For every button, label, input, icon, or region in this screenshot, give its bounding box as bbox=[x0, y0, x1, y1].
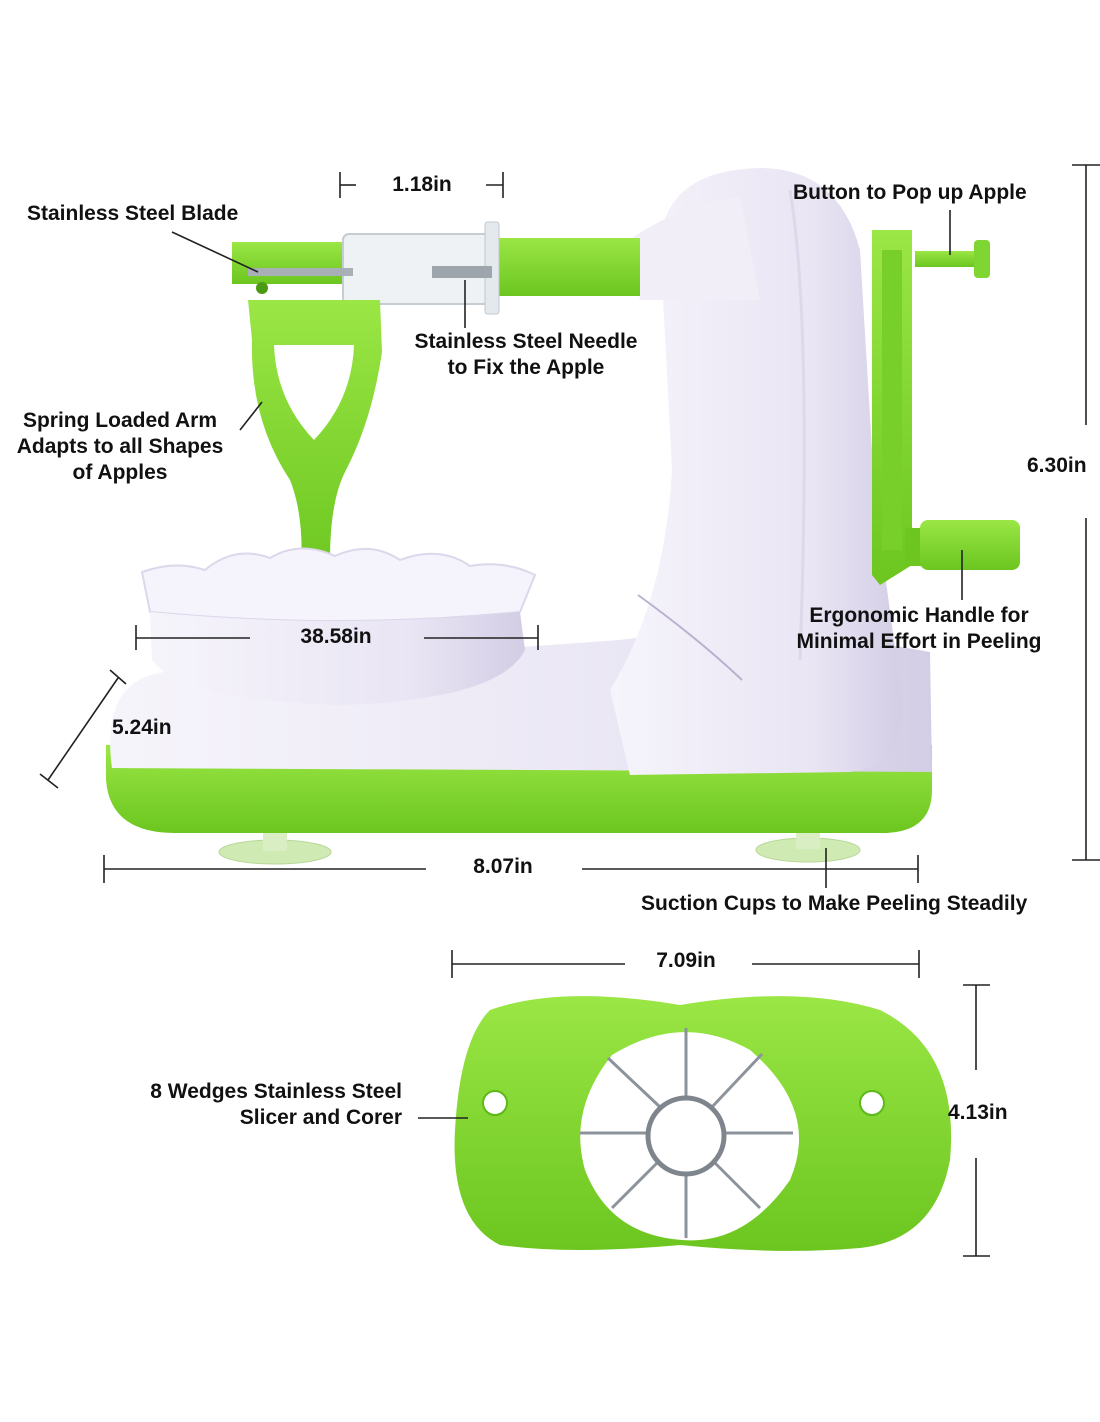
slicer-frame bbox=[454, 996, 952, 1251]
suction-label: Suction Cups to Make Peeling Steadily bbox=[641, 892, 1028, 915]
tower-shroud bbox=[632, 198, 760, 300]
apple-slicer bbox=[454, 996, 952, 1251]
arm-callout bbox=[239, 401, 263, 431]
needle-label-line1: Stainless Steel Needle bbox=[414, 330, 638, 353]
arm-label-line3: of Apples bbox=[72, 461, 168, 484]
handle-label-line2: Minimal Effort in Peeling bbox=[796, 630, 1042, 653]
handle-label: Ergonomic Handle for Minimal Effort in P… bbox=[775, 603, 1063, 655]
popup-button-stem bbox=[915, 251, 977, 267]
needle-label: Stainless Steel Needle to Fix the Apple bbox=[390, 329, 662, 381]
green-top-bar bbox=[232, 242, 357, 284]
slicer-core-ring bbox=[645, 1095, 727, 1177]
slicer-hole-right bbox=[859, 1090, 885, 1116]
blade-screw bbox=[256, 282, 268, 294]
popup-button-cap bbox=[974, 240, 990, 278]
dim-base-width: 8.07in bbox=[473, 855, 533, 878]
dim-needle-width: 1.18in bbox=[392, 173, 452, 196]
bowl-body bbox=[150, 612, 525, 705]
blade-callout bbox=[171, 231, 259, 273]
blade-label: Stainless Steel Blade bbox=[27, 202, 239, 225]
tower-body bbox=[610, 168, 903, 775]
slicer-label-line1: 8 Wedges Stainless Steel bbox=[150, 1080, 402, 1103]
green-shaft bbox=[490, 238, 640, 296]
slicer-blades bbox=[580, 1028, 793, 1238]
dim-slicer-height: 4.13in bbox=[948, 1101, 1008, 1124]
callout-lines bbox=[171, 210, 963, 1119]
dimension-lines bbox=[39, 164, 1100, 1257]
steel-needle bbox=[432, 266, 492, 278]
button-label: Button to Pop up Apple bbox=[793, 181, 1027, 204]
crank-plate-inner bbox=[882, 250, 902, 550]
dim-height: 6.30in bbox=[1027, 454, 1087, 477]
arm-label-line2: Adapts to all Shapes bbox=[16, 435, 224, 458]
tower-seam bbox=[637, 594, 743, 681]
tower-seam-2 bbox=[788, 189, 806, 661]
spring-arm-hole bbox=[274, 345, 354, 440]
slicer-hole-left bbox=[482, 1090, 508, 1116]
apple-peeler bbox=[106, 168, 1020, 865]
spring-arm bbox=[248, 300, 382, 585]
needle-label-line2: to Fix the Apple bbox=[447, 356, 605, 379]
handle-label-line1: Ergonomic Handle for bbox=[809, 604, 1029, 627]
arm-label: Spring Loaded Arm Adapts to all Shapes o… bbox=[0, 408, 240, 486]
dim-bowl-width: 38.58in bbox=[300, 625, 372, 648]
arm-label-line1: Spring Loaded Arm bbox=[22, 409, 218, 432]
slicer-label: 8 Wedges Stainless Steel Slicer and Core… bbox=[100, 1079, 402, 1131]
crank-handle-grip bbox=[920, 520, 1020, 570]
dim-slicer-width: 7.09in bbox=[656, 949, 716, 972]
steel-blade bbox=[248, 268, 353, 276]
dim-depth: 5.24in bbox=[112, 716, 172, 739]
slicer-label-line2: Slicer and Corer bbox=[239, 1106, 402, 1129]
bowl-rim bbox=[140, 547, 537, 622]
